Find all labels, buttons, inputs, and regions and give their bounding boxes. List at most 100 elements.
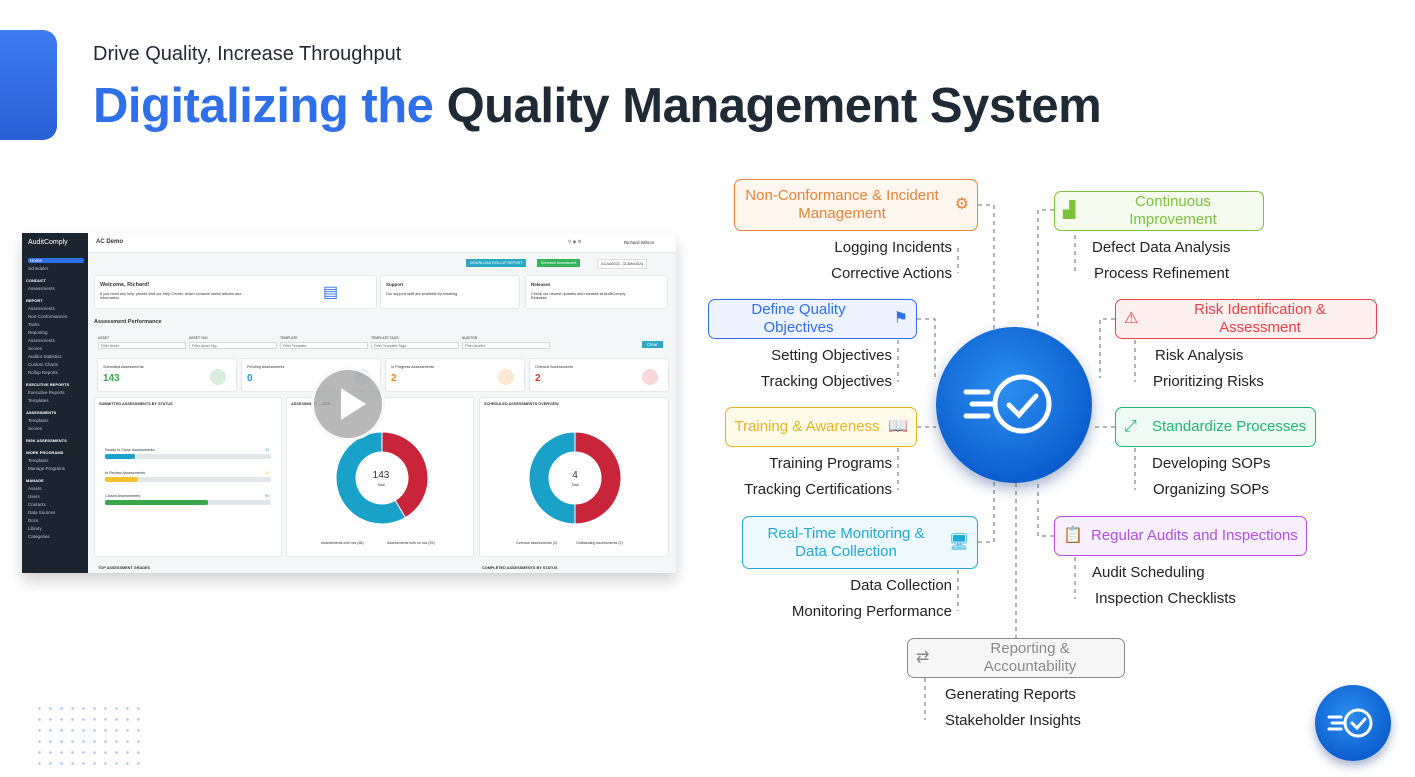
sub-item: Corrective Actions (831, 265, 952, 282)
sidebar-item[interactable]: Templates (28, 418, 49, 423)
monitor-icon: 🖥 (948, 533, 969, 551)
sidebar-section: WORK PROGRAMS (26, 450, 64, 455)
node-label: Non-Conformance & Incident Management (745, 187, 939, 222)
node-label: Risk Identification & Assessment (1194, 301, 1326, 336)
stat-label: Overdue Assessments (535, 365, 573, 369)
link-icon[interactable]: ⚲ ◉ ⚙ (568, 239, 582, 244)
filter-select[interactable]: Filter Asset (98, 342, 186, 349)
node-rtm: Real-Time Monitoring & Data Collection 🖥 (742, 516, 978, 569)
releases-title: Releases (531, 282, 551, 287)
sidebar-item[interactable]: Assessments (28, 286, 55, 291)
sub-item: Training Programs (769, 455, 892, 472)
welcome-illustration-icon: ▤ (323, 284, 339, 301)
app-logo: AuditComply (28, 239, 68, 246)
donut2-legend-1: Overdue assessments (2) (516, 541, 558, 545)
warning-icon: ⚠ (1124, 310, 1139, 327)
donut-slice[interactable] (336, 432, 407, 524)
sidebar-item[interactable]: Custom Charts (28, 362, 59, 367)
node-label: Regular Audits and Inspections (1091, 527, 1298, 544)
play-video-button[interactable] (311, 367, 385, 441)
sidebar-item[interactable]: Tasks (28, 322, 40, 327)
sidebar-item[interactable]: Rollup Reports (28, 370, 58, 375)
sidebar-item[interactable]: Executive Reports (28, 390, 65, 395)
slide-subtitle: Drive Quality, Increase Throughput (93, 43, 402, 65)
node-ci: Continuous Improvement▟ (1054, 191, 1264, 231)
stat-value: 2 (535, 373, 541, 384)
app-topbar: AC Demo Richard Wilson ⚲ ◉ ⚙ (88, 233, 676, 253)
donut-slice[interactable] (381, 432, 428, 519)
sidebar-item[interactable]: Users (28, 494, 40, 499)
node-label: Continuous Improvement (1129, 193, 1217, 228)
filter-label: AUDITOR (462, 336, 478, 340)
donut2-center: 4 (572, 470, 578, 481)
scheduled-overview-panel: SCHEDULED ASSESSMENTS OVERVIEW 4 Total O… (479, 397, 669, 557)
sidebar-item[interactable]: Templates (28, 398, 49, 403)
donut-slice[interactable] (574, 432, 621, 524)
filter-label: TEMPLATE TAGS (371, 336, 399, 340)
welcome-card: Welcome, Richard! If you need any help, … (94, 275, 377, 309)
panel1-title: SUBMITTED ASSESSMENTS BY STATUS (99, 402, 173, 406)
sub-item: Defect Data Analysis (1092, 239, 1231, 256)
date-range-picker[interactable]: 01/Jul/2023 - 31/Dec/2024 (597, 259, 648, 269)
donut2-center-sub: Total (571, 483, 579, 487)
sidebar-item[interactable]: Manage Programs (28, 466, 66, 471)
node-ncim: Non-Conformance & Incident Management⚙ (734, 179, 978, 231)
logo-badge-icon (1315, 685, 1391, 761)
sidebar-item[interactable]: Assets (28, 486, 42, 491)
sub-item: Tracking Certifications (744, 481, 892, 498)
status-row-label: In Review Assessments (105, 471, 146, 475)
sidebar-item[interactable]: Scheduler (28, 266, 49, 271)
sidebar-item[interactable]: Contacts (28, 502, 46, 507)
sidebar-item[interactable]: Scores (28, 426, 43, 431)
title-rest: Quality Management System (446, 79, 1102, 133)
sidebar-section: ASSESSMENTS (26, 410, 57, 415)
filter-select[interactable]: Filter Template Tags (371, 342, 459, 349)
sidebar-item[interactable]: Reporting (28, 330, 48, 335)
welcome-text: If you need any help, please visit our H… (100, 292, 242, 300)
sidebar-item[interactable]: Scores (28, 346, 43, 351)
bottom-panel-2-title: COMPLETED ASSESSMENTS BY STATUS (482, 566, 558, 570)
filter-select[interactable]: Filter Auditor (462, 342, 550, 349)
support-text: Our support staff are available by email… (386, 292, 458, 296)
user-menu[interactable]: Richard Wilson (624, 240, 655, 245)
status-row-count: 34 (265, 448, 270, 452)
stat-value: 2 (391, 373, 397, 384)
sidebar-item[interactable]: Assessments (28, 306, 55, 311)
node-label: Reporting & Accountability (983, 640, 1077, 675)
sub-item: Logging Incidents (834, 239, 952, 256)
filter-select[interactable]: Filter Asset Tag (189, 342, 277, 349)
schedule-assessment-button[interactable]: Schedule Assessment (537, 259, 581, 267)
status-row-label: Ready to Close Assessments (105, 448, 155, 452)
sidebar-item[interactable]: Home (28, 258, 84, 263)
sidebar-item[interactable]: Non-Conformances (28, 314, 68, 319)
ncs-panel: ASSESSMENT ... NCE ... 143 Total Assessm… (286, 397, 474, 557)
sidebar-item[interactable]: Auditor Statistics (28, 354, 62, 359)
node-label: Real-Time Monitoring & Data Collection (767, 524, 925, 560)
status-row-label: Closed Assessments (105, 494, 141, 498)
sidebar-item[interactable]: Library (28, 526, 42, 531)
donut-slice[interactable] (529, 432, 576, 524)
speed-check-icon (1327, 708, 1373, 738)
stat-card[interactable]: Overdue Assessments 2 (529, 358, 669, 392)
clear-button[interactable]: Clear (642, 341, 663, 348)
stat-value: 0 (247, 373, 253, 384)
stat-icon (642, 369, 658, 385)
welcome-title: Welcome, Richard! (100, 282, 150, 288)
sidebar-item[interactable]: Assessments (28, 338, 55, 343)
sidebar-section: MANAGE (26, 478, 44, 483)
releases-card: Releases Check our newest updates and re… (525, 275, 668, 309)
sidebar-item[interactable]: Categories (28, 534, 50, 539)
sidebar-item[interactable]: Docs (28, 518, 39, 523)
sub-item: Data Collection (850, 577, 952, 594)
filter-select[interactable]: Filter Template (280, 342, 368, 349)
sidebar-item[interactable]: Templates (28, 458, 49, 463)
node-ta: Training & Awareness📖 (725, 407, 917, 447)
sub-item: Inspection Checklists (1095, 590, 1236, 607)
download-report-button[interactable]: DOWNLOAD ROLLUP REPORT (466, 259, 527, 267)
filter-label: ASSET (98, 336, 110, 340)
node-label: Standardize Processes (1152, 418, 1307, 435)
sidebar-item[interactable]: Data Sources (28, 510, 56, 515)
